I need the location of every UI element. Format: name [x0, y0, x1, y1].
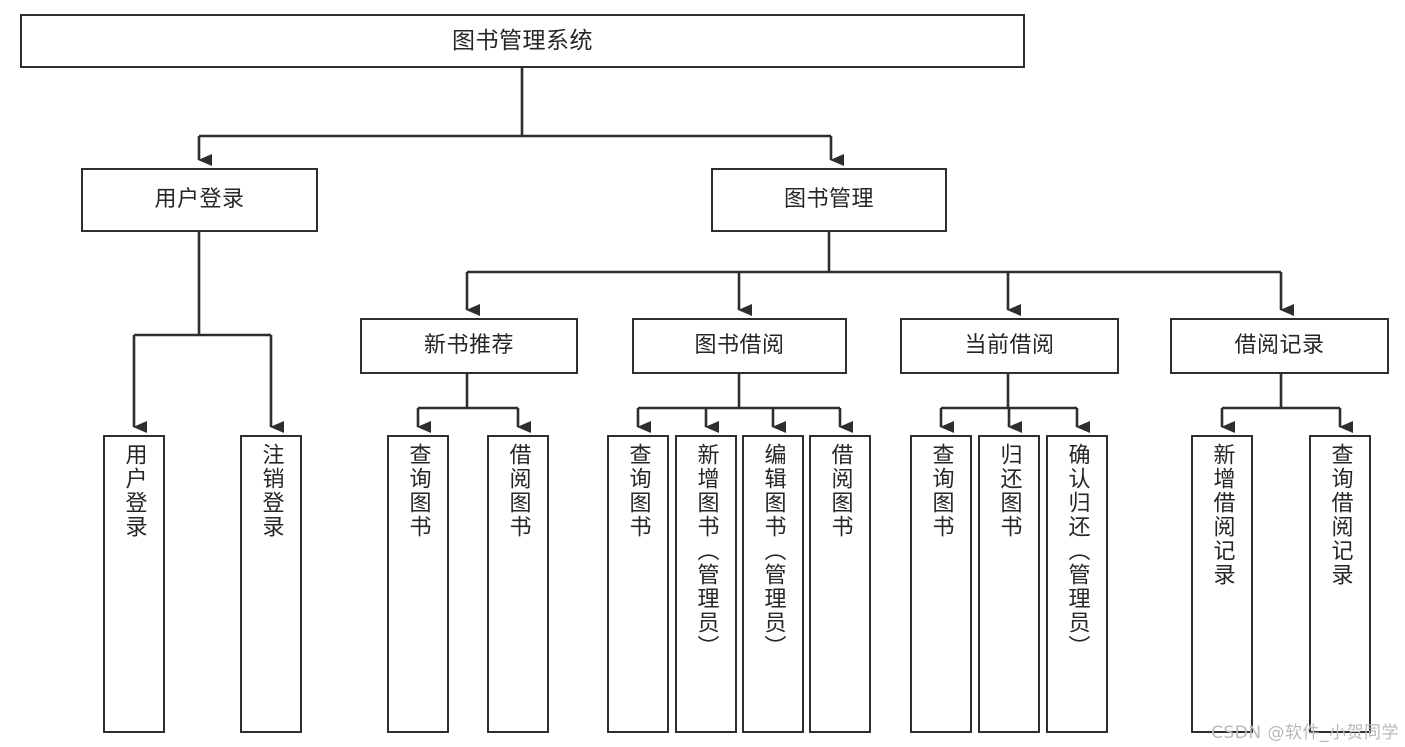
node-label: 用户登录: [154, 187, 245, 213]
node-leaf-query-book-3[interactable]: 查询图书: [910, 435, 972, 733]
node-label: 借阅记录: [1234, 333, 1325, 359]
watermark-text: CSDN @软件_小贺同学: [1211, 723, 1399, 743]
node-leaf-borrow-book-2[interactable]: 借阅图书: [809, 435, 871, 733]
node-label: 归还图书: [996, 443, 1022, 539]
node-label: 新增图书（管理员）: [693, 443, 719, 659]
node-label: 用户登录: [121, 443, 147, 539]
node-leaf-query-record[interactable]: 查询借阅记录: [1309, 435, 1371, 733]
node-label: 查询图书: [928, 443, 954, 539]
node-new-book-recommend[interactable]: 新书推荐: [360, 318, 578, 374]
node-book-borrow[interactable]: 图书借阅: [632, 318, 847, 374]
node-leaf-confirm-return[interactable]: 确认归还（管理员）: [1046, 435, 1108, 733]
node-label: 查询图书: [625, 443, 651, 539]
node-current-borrow[interactable]: 当前借阅: [900, 318, 1119, 374]
node-leaf-add-book[interactable]: 新增图书（管理员）: [675, 435, 737, 733]
node-label: 编辑图书（管理员）: [760, 443, 786, 659]
node-leaf-query-book-2[interactable]: 查询图书: [607, 435, 669, 733]
node-label: 图书管理: [783, 187, 874, 213]
node-label: 查询借阅记录: [1327, 443, 1353, 587]
node-label: 图书借阅: [694, 333, 785, 359]
node-label: 新书推荐: [423, 333, 514, 359]
node-label: 借阅图书: [827, 443, 853, 539]
node-label: 注销登录: [258, 443, 284, 539]
node-label: 图书管理系统: [452, 27, 593, 54]
node-leaf-add-record[interactable]: 新增借阅记录: [1191, 435, 1253, 733]
node-label: 新增借阅记录: [1209, 443, 1235, 587]
node-label: 查询图书: [405, 443, 431, 539]
node-label: 确认归还（管理员）: [1064, 443, 1090, 659]
node-label: 借阅图书: [505, 443, 531, 539]
node-book-management[interactable]: 图书管理: [711, 168, 947, 232]
node-label: 当前借阅: [964, 333, 1055, 359]
node-user-login[interactable]: 用户登录: [81, 168, 318, 232]
node-leaf-edit-book[interactable]: 编辑图书（管理员）: [742, 435, 804, 733]
node-leaf-borrow-book-1[interactable]: 借阅图书: [487, 435, 549, 733]
node-borrow-record[interactable]: 借阅记录: [1170, 318, 1389, 374]
node-leaf-user-logout[interactable]: 注销登录: [240, 435, 302, 733]
node-leaf-query-book-1[interactable]: 查询图书: [387, 435, 449, 733]
node-leaf-return-book[interactable]: 归还图书: [978, 435, 1040, 733]
node-leaf-user-login[interactable]: 用户登录: [103, 435, 165, 733]
node-root-system[interactable]: 图书管理系统: [20, 14, 1025, 68]
